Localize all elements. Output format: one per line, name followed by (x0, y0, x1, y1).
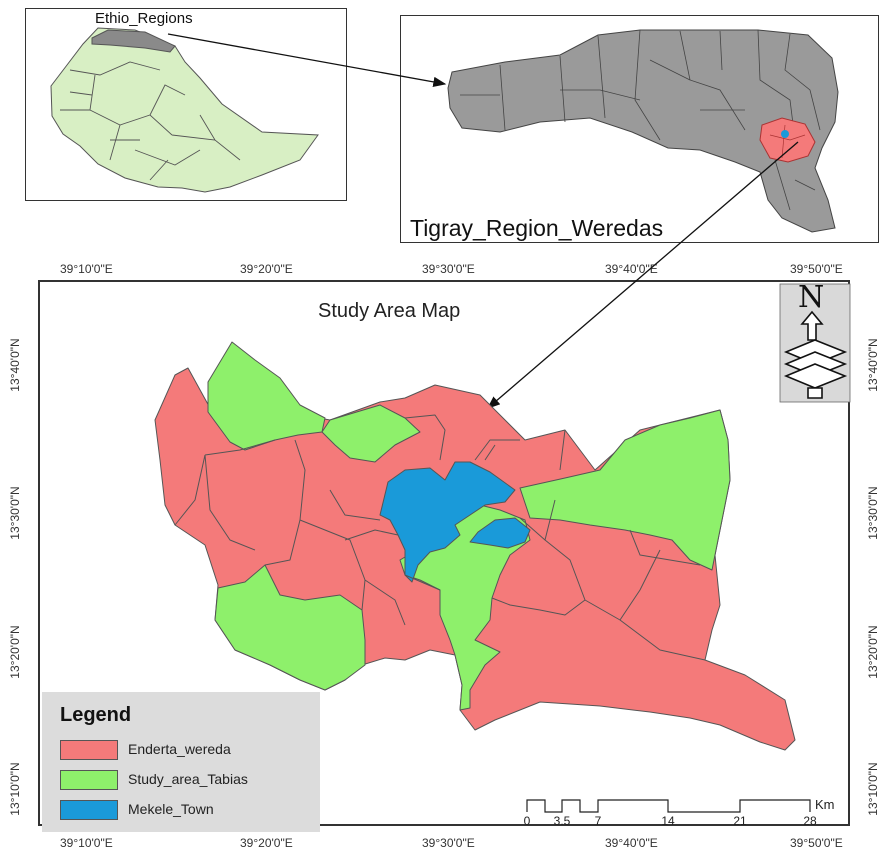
scale-bar (526, 799, 811, 813)
tigray-map (447, 29, 839, 233)
legend-swatch-study-area (60, 770, 118, 790)
legend: Legend Enderta_wereda Study_area_Tabias … (42, 692, 320, 832)
scale-label-3-5: 3.5 (553, 814, 571, 828)
top-tick-3: 39°30'0"E (422, 262, 475, 276)
arrow-to-study-area (487, 141, 799, 409)
ethiopia-inset-title: Ethio_Regions (95, 10, 193, 27)
bottom-tick-1: 39°10'0"E (60, 836, 113, 850)
legend-label-enderta: Enderta_wereda (128, 741, 231, 757)
scale-label-7: 7 (594, 814, 602, 828)
tigray-inset-title: Tigray_Region_Weredas (410, 215, 664, 241)
top-tick-2: 39°20'0"E (240, 262, 293, 276)
legend-label-mekele: Mekele_Town (128, 801, 214, 817)
legend-label-study-area: Study_area_Tabias (128, 771, 248, 787)
top-tick-1: 39°10'0"E (60, 262, 113, 276)
top-tick-4: 39°40'0"E (605, 262, 658, 276)
scale-label-28: 28 (803, 814, 817, 828)
scale-label-0: 0 (523, 814, 531, 828)
main-map-title: Study Area Map (318, 300, 461, 322)
scale-label-21: 21 (733, 814, 747, 828)
north-arrow-letter: N (798, 280, 825, 315)
legend-title: Legend (60, 704, 132, 726)
bottom-tick-4: 39°40'0"E (605, 836, 658, 850)
scale-label-14: 14 (661, 814, 675, 828)
bottom-tick-5: 39°50'0"E (790, 836, 843, 850)
legend-swatch-enderta (60, 740, 118, 760)
bottom-tick-3: 39°30'0"E (422, 836, 475, 850)
scale-unit: Km (815, 797, 835, 812)
ethiopia-map (50, 27, 319, 193)
arrow-to-tigray (167, 33, 447, 88)
legend-swatch-mekele (60, 800, 118, 820)
north-arrow (779, 283, 851, 403)
top-tick-5: 39°50'0"E (790, 262, 843, 276)
study-area-map (154, 341, 796, 751)
bottom-tick-2: 39°20'0"E (240, 836, 293, 850)
